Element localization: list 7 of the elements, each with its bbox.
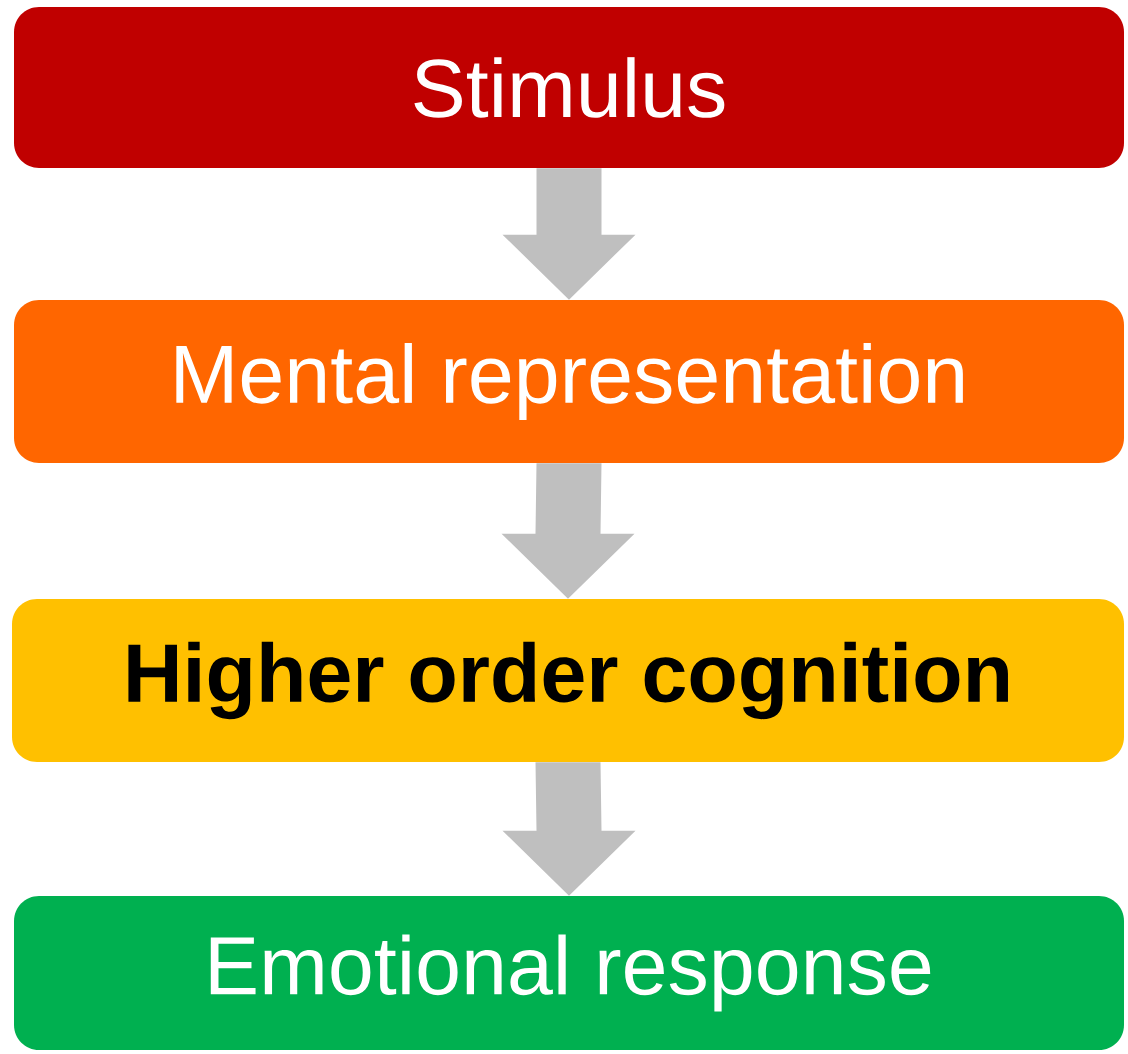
process-box: Stimulus — [14, 7, 1124, 168]
process-box: Emotional response — [14, 896, 1124, 1050]
process-box: Mental representation — [14, 300, 1124, 463]
block-arrow — [501, 463, 635, 599]
process-box: Higher order cognition — [12, 599, 1124, 762]
block-arrow — [502, 168, 636, 300]
block-arrow — [502, 762, 636, 896]
